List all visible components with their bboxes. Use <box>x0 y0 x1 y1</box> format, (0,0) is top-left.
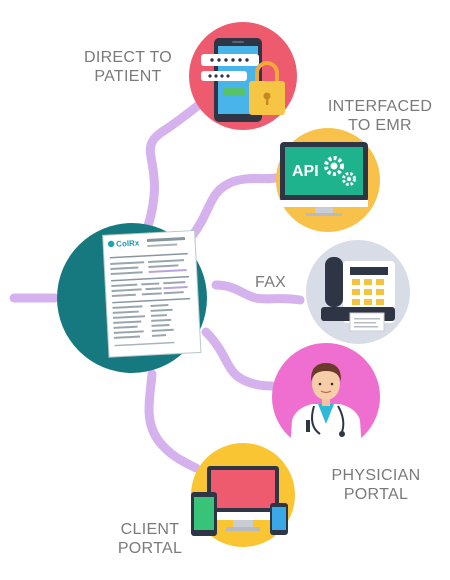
devices-icon <box>191 466 288 536</box>
connector-direct <box>143 95 210 231</box>
api-text: API <box>292 163 319 180</box>
phone-lock-icon <box>201 38 285 122</box>
label-fax: FAX <box>255 274 287 291</box>
label-direct-line2: PATIENT <box>94 68 162 85</box>
label-physician-portal: PHYSICIAN PORTAL <box>316 466 436 504</box>
label-direct-line1: DIRECT TO <box>83 49 173 66</box>
label-emr-line1: INTERFACED <box>327 98 433 115</box>
node-physician-portal <box>272 343 380 451</box>
node-interfaced-to-emr: API <box>276 128 380 232</box>
label-physician-line2: PORTAL <box>343 486 409 503</box>
label-physician-line1: PHYSICIAN <box>331 467 421 484</box>
label-direct-to-patient: DIRECT TO PATIENT <box>70 48 186 86</box>
report-logo: ColRx <box>116 238 140 248</box>
hub-node: ColRx <box>57 223 207 373</box>
label-interfaced-to-emr: INTERFACED TO EMR <box>316 97 444 135</box>
document-report-icon: ColRx <box>102 230 202 358</box>
label-client-portal: CLIENT PORTAL <box>104 520 196 558</box>
label-client-line2: PORTAL <box>117 540 183 557</box>
node-client-portal <box>191 443 295 547</box>
connector-physician <box>201 327 277 391</box>
fax-machine-icon <box>321 257 395 332</box>
node-direct-to-patient <box>189 22 297 130</box>
api-monitor-icon: API <box>280 142 368 216</box>
node-fax <box>306 240 410 344</box>
connector-client <box>144 369 201 473</box>
label-client-line1: CLIENT <box>120 521 180 538</box>
label-emr-line2: TO EMR <box>348 117 412 134</box>
connector-emr <box>187 173 281 241</box>
connector-lines <box>9 95 305 473</box>
connector-fax <box>211 280 305 305</box>
doctor-icon <box>290 363 362 451</box>
